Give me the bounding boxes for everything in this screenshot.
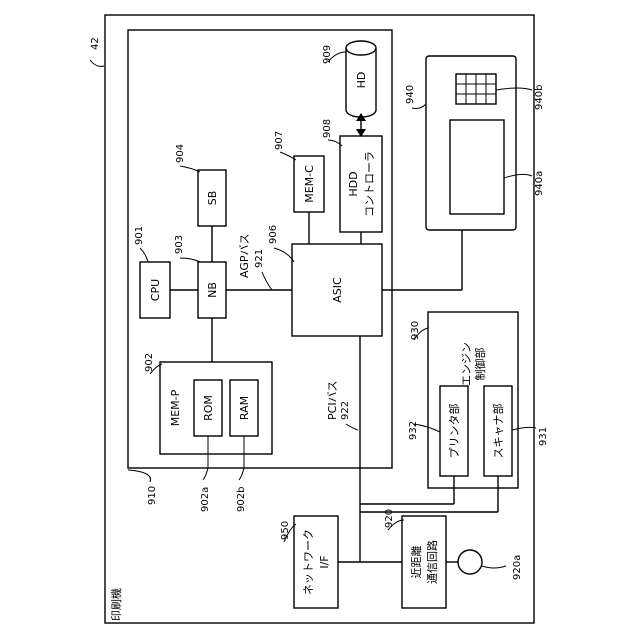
ref-909: 909 [322, 45, 333, 64]
ref-902: 902 [144, 353, 155, 372]
pci-bus-label: PCIバス [326, 380, 339, 420]
rom-label: ROM [202, 395, 215, 421]
ref-950: 950 [280, 521, 291, 540]
ref-932: 932 [408, 421, 419, 440]
ref-902b: 902b [236, 487, 247, 512]
ref-940a: 940a [534, 171, 545, 196]
ref-42: 42 [90, 37, 101, 50]
ram-label: RAM [238, 396, 251, 420]
ref-920: 920 [384, 509, 395, 528]
panel-display-940a [450, 120, 504, 214]
mem-p-label: MEM-P [169, 389, 182, 426]
ref-902a: 902a [200, 487, 211, 512]
agp-bus-label: AGPバス [238, 234, 251, 279]
antenna-icon [458, 550, 482, 574]
ref-940b: 940b [534, 85, 545, 110]
hd-label: HD [355, 72, 368, 89]
asic-label: ASIC [331, 277, 344, 303]
ref-922: 922 [340, 401, 351, 420]
near-field-label-2: 通信回路 [426, 540, 439, 584]
hdd-controller-label-1: HDD [347, 171, 360, 196]
nb-label: NB [206, 282, 219, 298]
ref-904: 904 [175, 144, 186, 163]
engine-label-1: エンジン [460, 342, 473, 386]
ref-903: 903 [174, 235, 185, 254]
near-field-label-1: 近距離 [409, 546, 423, 579]
ref-901: 901 [134, 226, 145, 245]
hdd-controller-label-2: コントローラ [363, 151, 376, 217]
scanner-unit-label: スキャナ部 [491, 404, 505, 459]
leader-42 [90, 60, 104, 66]
network-if-block [294, 516, 338, 608]
ref-906: 906 [268, 225, 279, 244]
cpu-label: CPU [149, 279, 162, 301]
printer-unit-label: プリンタ部 [447, 404, 461, 459]
engine-label-2: 制御部 [473, 348, 487, 381]
mem-c-label: MEM-C [303, 165, 316, 203]
panel-keypad-940b [456, 74, 496, 104]
ref-921: 921 [254, 249, 265, 268]
near-field-circuit-block [402, 516, 446, 608]
network-if-label-2: I/F [318, 555, 331, 568]
printer-label: 印刷機 [109, 588, 123, 621]
sb-label: SB [206, 191, 219, 206]
network-if-label-1: ネットワーク [302, 529, 315, 595]
ref-910: 910 [147, 486, 158, 505]
ref-931: 931 [538, 427, 549, 446]
ref-907: 907 [274, 131, 285, 150]
ref-920a: 920a [512, 555, 523, 580]
ref-908: 908 [322, 119, 333, 138]
ref-940: 940 [405, 85, 416, 104]
